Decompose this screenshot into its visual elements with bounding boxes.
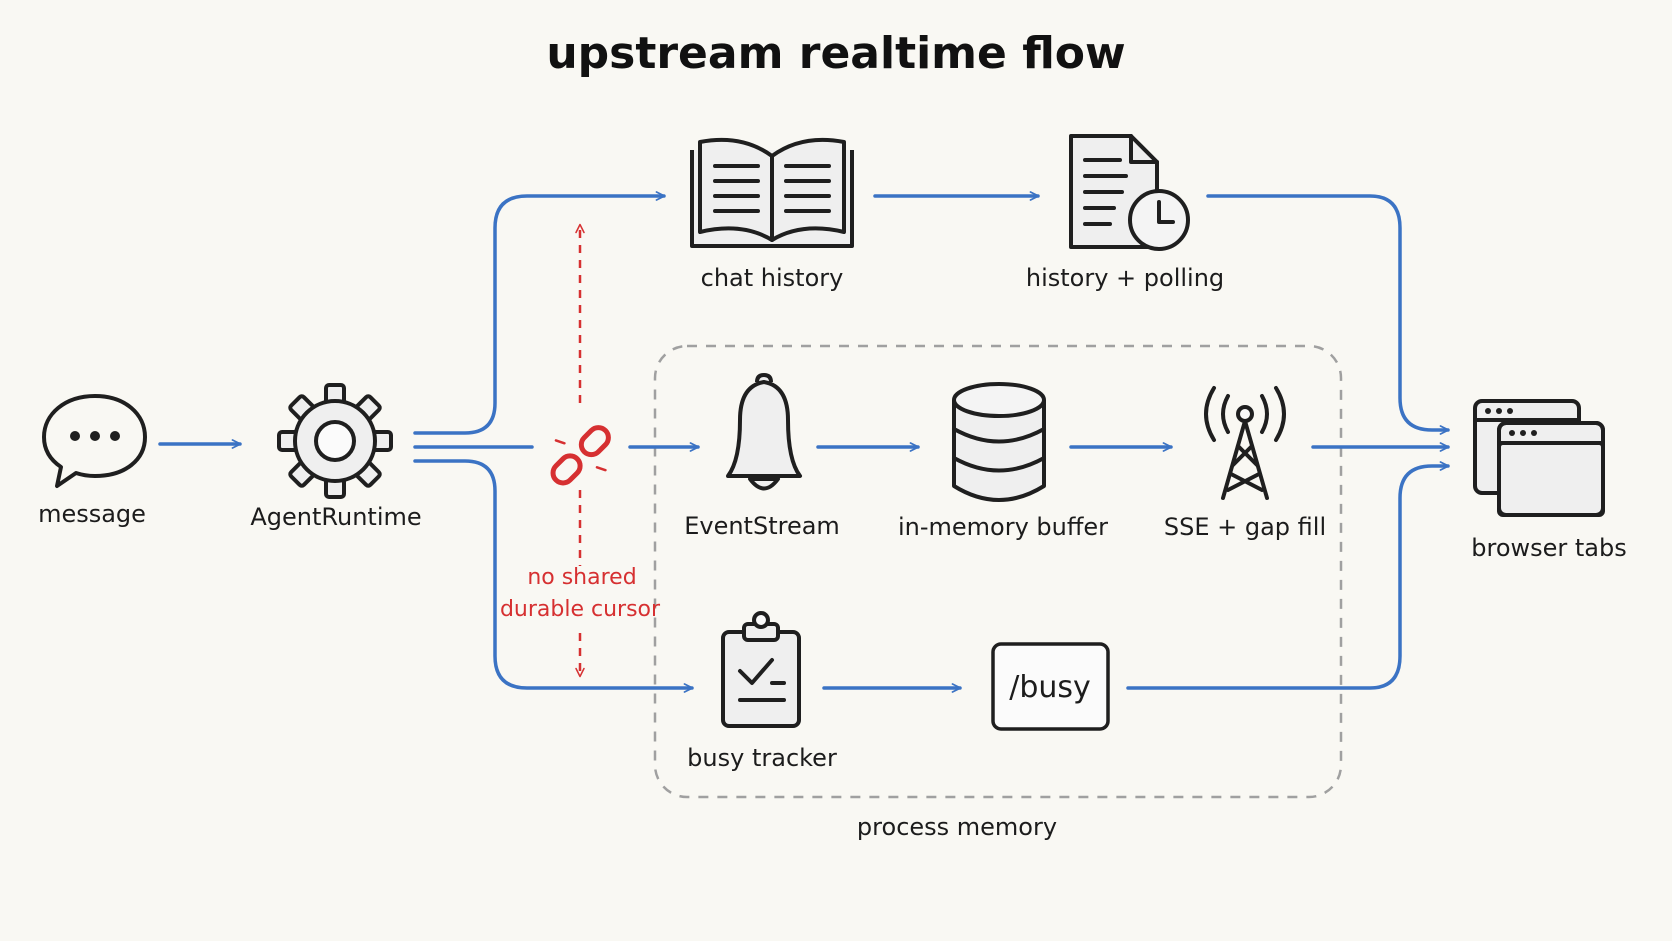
gear-icon — [277, 383, 393, 499]
message-label: message — [38, 500, 146, 528]
database-icon — [952, 382, 1046, 502]
history-polling-label: history + polling — [1025, 264, 1225, 292]
busy-endpoint-label: /busy — [1009, 670, 1091, 705]
agent-runtime-label: AgentRuntime — [250, 503, 422, 531]
broken-link-icon — [550, 425, 611, 486]
browser-windows-icon — [1473, 399, 1605, 517]
chat-history-label: chat history — [700, 264, 844, 292]
open-book-icon — [690, 137, 854, 248]
annotation-line-2: durable cursor — [499, 597, 661, 622]
browser-tabs-label: browser tabs — [1471, 534, 1627, 562]
broadcast-tower-icon — [1204, 386, 1286, 500]
arrow-runtime-to-busy-tracker — [413, 459, 694, 693]
process-memory-group-border — [653, 344, 1343, 799]
annotation-line-1: no shared — [527, 565, 637, 590]
eventstream-label: EventStream — [684, 512, 840, 540]
diagram-title: upstream realtime flow — [546, 28, 1126, 79]
speech-bubble-icon — [42, 394, 147, 488]
in-memory-buffer-label: in-memory buffer — [897, 513, 1109, 541]
sse-gap-fill-label: SSE + gap fill — [1163, 513, 1327, 541]
arrow-history-polling-to-browser-tabs — [1206, 194, 1450, 435]
clipboard-check-icon — [721, 611, 801, 728]
busy-endpoint-box — [991, 642, 1110, 731]
bell-icon — [726, 373, 802, 491]
busy-tracker-label: busy tracker — [687, 744, 837, 772]
arrow-busy-endpoint-to-browser-tabs — [1126, 461, 1450, 690]
arrow-runtime-to-chat-history — [413, 191, 666, 435]
process-memory-label: process memory — [856, 813, 1058, 841]
document-clock-icon — [1069, 134, 1190, 251]
